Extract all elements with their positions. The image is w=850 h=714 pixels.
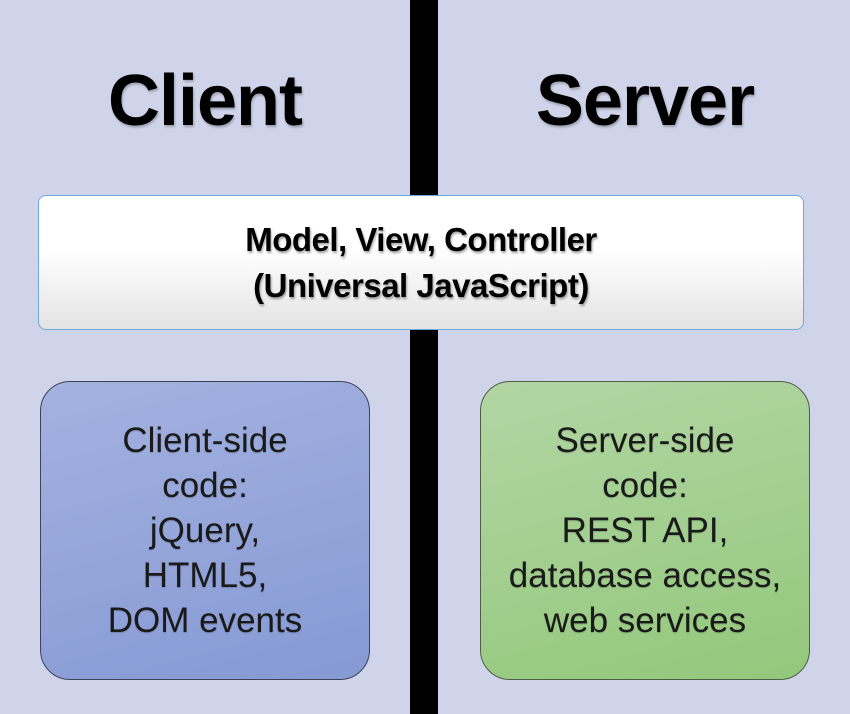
server-box-line: code: — [602, 466, 688, 505]
client-side-code-box: Client-side code: jQuery, HTML5, DOM eve… — [40, 381, 370, 680]
server-box-line: web services — [543, 601, 747, 640]
client-box-line: jQuery, — [149, 511, 261, 550]
mvc-box-line-2: (Universal JavaScript) — [253, 266, 589, 304]
mvc-box: Model, View, Controller (Universal JavaS… — [38, 195, 804, 330]
client-box-line: code: — [162, 466, 248, 505]
server-box-line: Server-side — [555, 421, 735, 460]
client-box-line: DOM events — [107, 601, 303, 640]
server-box-line: REST API, — [561, 511, 729, 550]
server-column-title: Server — [535, 61, 755, 141]
column-divider — [410, 0, 438, 714]
client-box-line: Client-side — [122, 421, 288, 460]
server-side-code-box: Server-side code: REST API, database acc… — [480, 381, 810, 680]
client-column-title: Client — [107, 61, 303, 141]
server-box-line: database access, — [508, 556, 782, 595]
mvc-box-line-1: Model, View, Controller — [245, 220, 597, 258]
client-box-line: HTML5, — [142, 556, 268, 595]
